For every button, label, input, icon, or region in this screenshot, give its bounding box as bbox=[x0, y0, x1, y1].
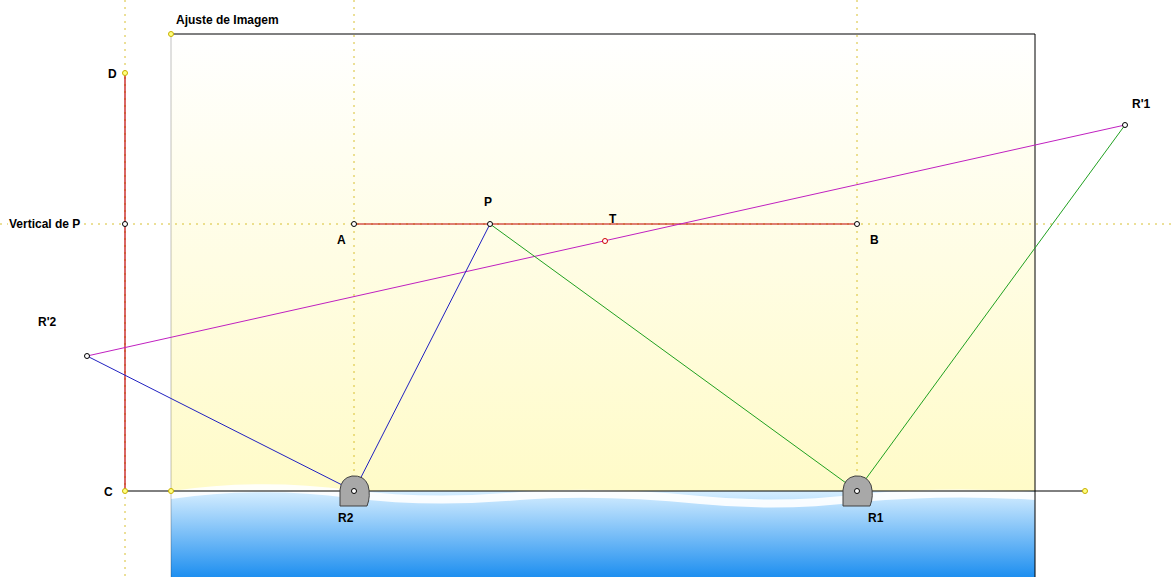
reflected-ray bbox=[857, 125, 1125, 491]
point-label: R1 bbox=[867, 512, 884, 524]
shoreline bbox=[171, 484, 1035, 507]
ray bbox=[354, 224, 490, 491]
point-label: R2 bbox=[337, 512, 354, 524]
point-label: C bbox=[103, 486, 114, 498]
point-label: B bbox=[869, 234, 880, 246]
point-label: R'1 bbox=[1131, 98, 1151, 110]
point-label: A bbox=[336, 234, 347, 246]
rock bbox=[340, 476, 369, 506]
frame-border bbox=[171, 34, 172, 577]
shore-line bbox=[125, 491, 1085, 492]
frame-title: Ajuste de Imagem bbox=[175, 14, 280, 26]
frame-border bbox=[1035, 34, 1036, 577]
water bbox=[171, 491, 1035, 577]
point-label: T bbox=[608, 213, 617, 225]
segment-ab bbox=[354, 223, 857, 224]
segment-cd bbox=[124, 73, 125, 491]
handle-points bbox=[123, 32, 1088, 494]
image-frame bbox=[171, 34, 1035, 491]
reflected-ray bbox=[87, 356, 354, 491]
rock bbox=[843, 476, 872, 506]
segment-r2-r1 bbox=[87, 125, 1125, 356]
point-label: R'2 bbox=[37, 316, 57, 328]
point-label: P bbox=[483, 196, 493, 208]
ray bbox=[490, 224, 857, 491]
midpoint bbox=[603, 239, 608, 244]
frame-border bbox=[171, 34, 1035, 35]
points bbox=[85, 123, 1128, 494]
point-label: Vertical de P bbox=[8, 218, 81, 230]
point-label: D bbox=[107, 68, 118, 80]
